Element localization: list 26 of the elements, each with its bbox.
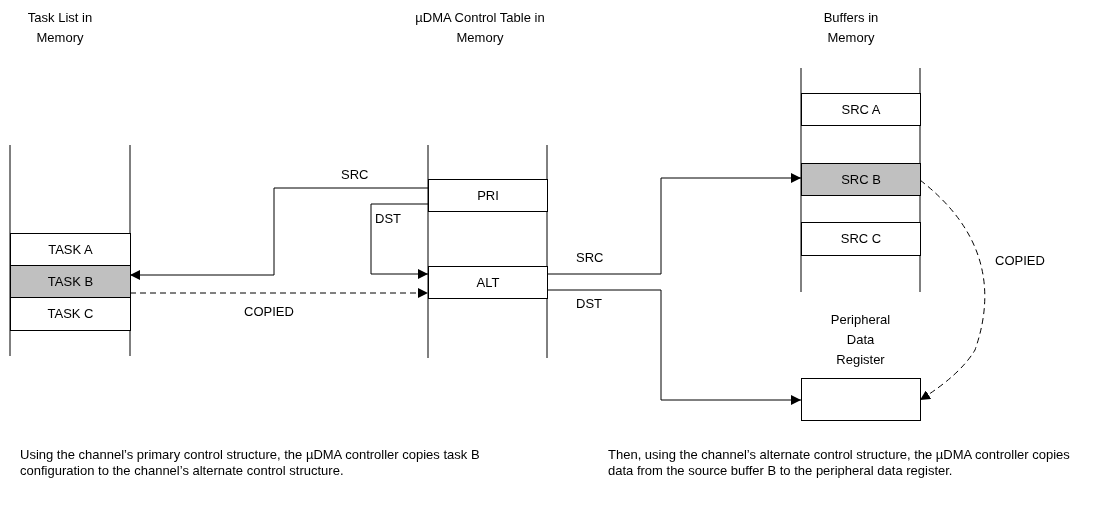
register-label: Peripheral Data Register xyxy=(829,311,892,369)
column-heading: µDMA Control Table in Memory xyxy=(414,9,546,47)
edge-label: DST xyxy=(374,211,402,226)
arrow xyxy=(546,173,802,275)
arrow xyxy=(129,187,429,280)
edge-label: SRC xyxy=(340,167,370,182)
memory-entry: ALT xyxy=(428,266,548,299)
memory-entry: TASK C xyxy=(10,297,131,331)
memory-entry: TASK B xyxy=(10,265,131,298)
memory-entry: TASK A xyxy=(10,233,131,266)
memory-entry: SRC B xyxy=(801,163,921,196)
column-heading: Task List in Memory xyxy=(26,9,94,47)
edge-label: SRC xyxy=(575,250,605,265)
edge-label: COPIED xyxy=(994,253,1046,268)
arrow xyxy=(546,289,802,405)
arrow xyxy=(370,203,429,279)
column-heading: Buffers in Memory xyxy=(822,9,880,47)
edge-label: COPIED xyxy=(243,304,295,319)
edge-label: DST xyxy=(575,296,603,311)
memory-entry: SRC C xyxy=(801,222,921,256)
explanation-paragraph: Using the channel’s primary control structure, the µDMA controller copies task B configuration to the channel’s alternate control structure. xyxy=(20,447,481,479)
memory-entry: SRC A xyxy=(801,93,921,126)
arrow xyxy=(129,288,429,298)
arrow xyxy=(919,179,986,401)
explanation-paragraph: Then, using the channel’s alternate control structure, the µDMA controller copies data from the source buffer B to the peripheral data register. xyxy=(608,447,1071,479)
memory-entry: PRI xyxy=(428,179,548,212)
